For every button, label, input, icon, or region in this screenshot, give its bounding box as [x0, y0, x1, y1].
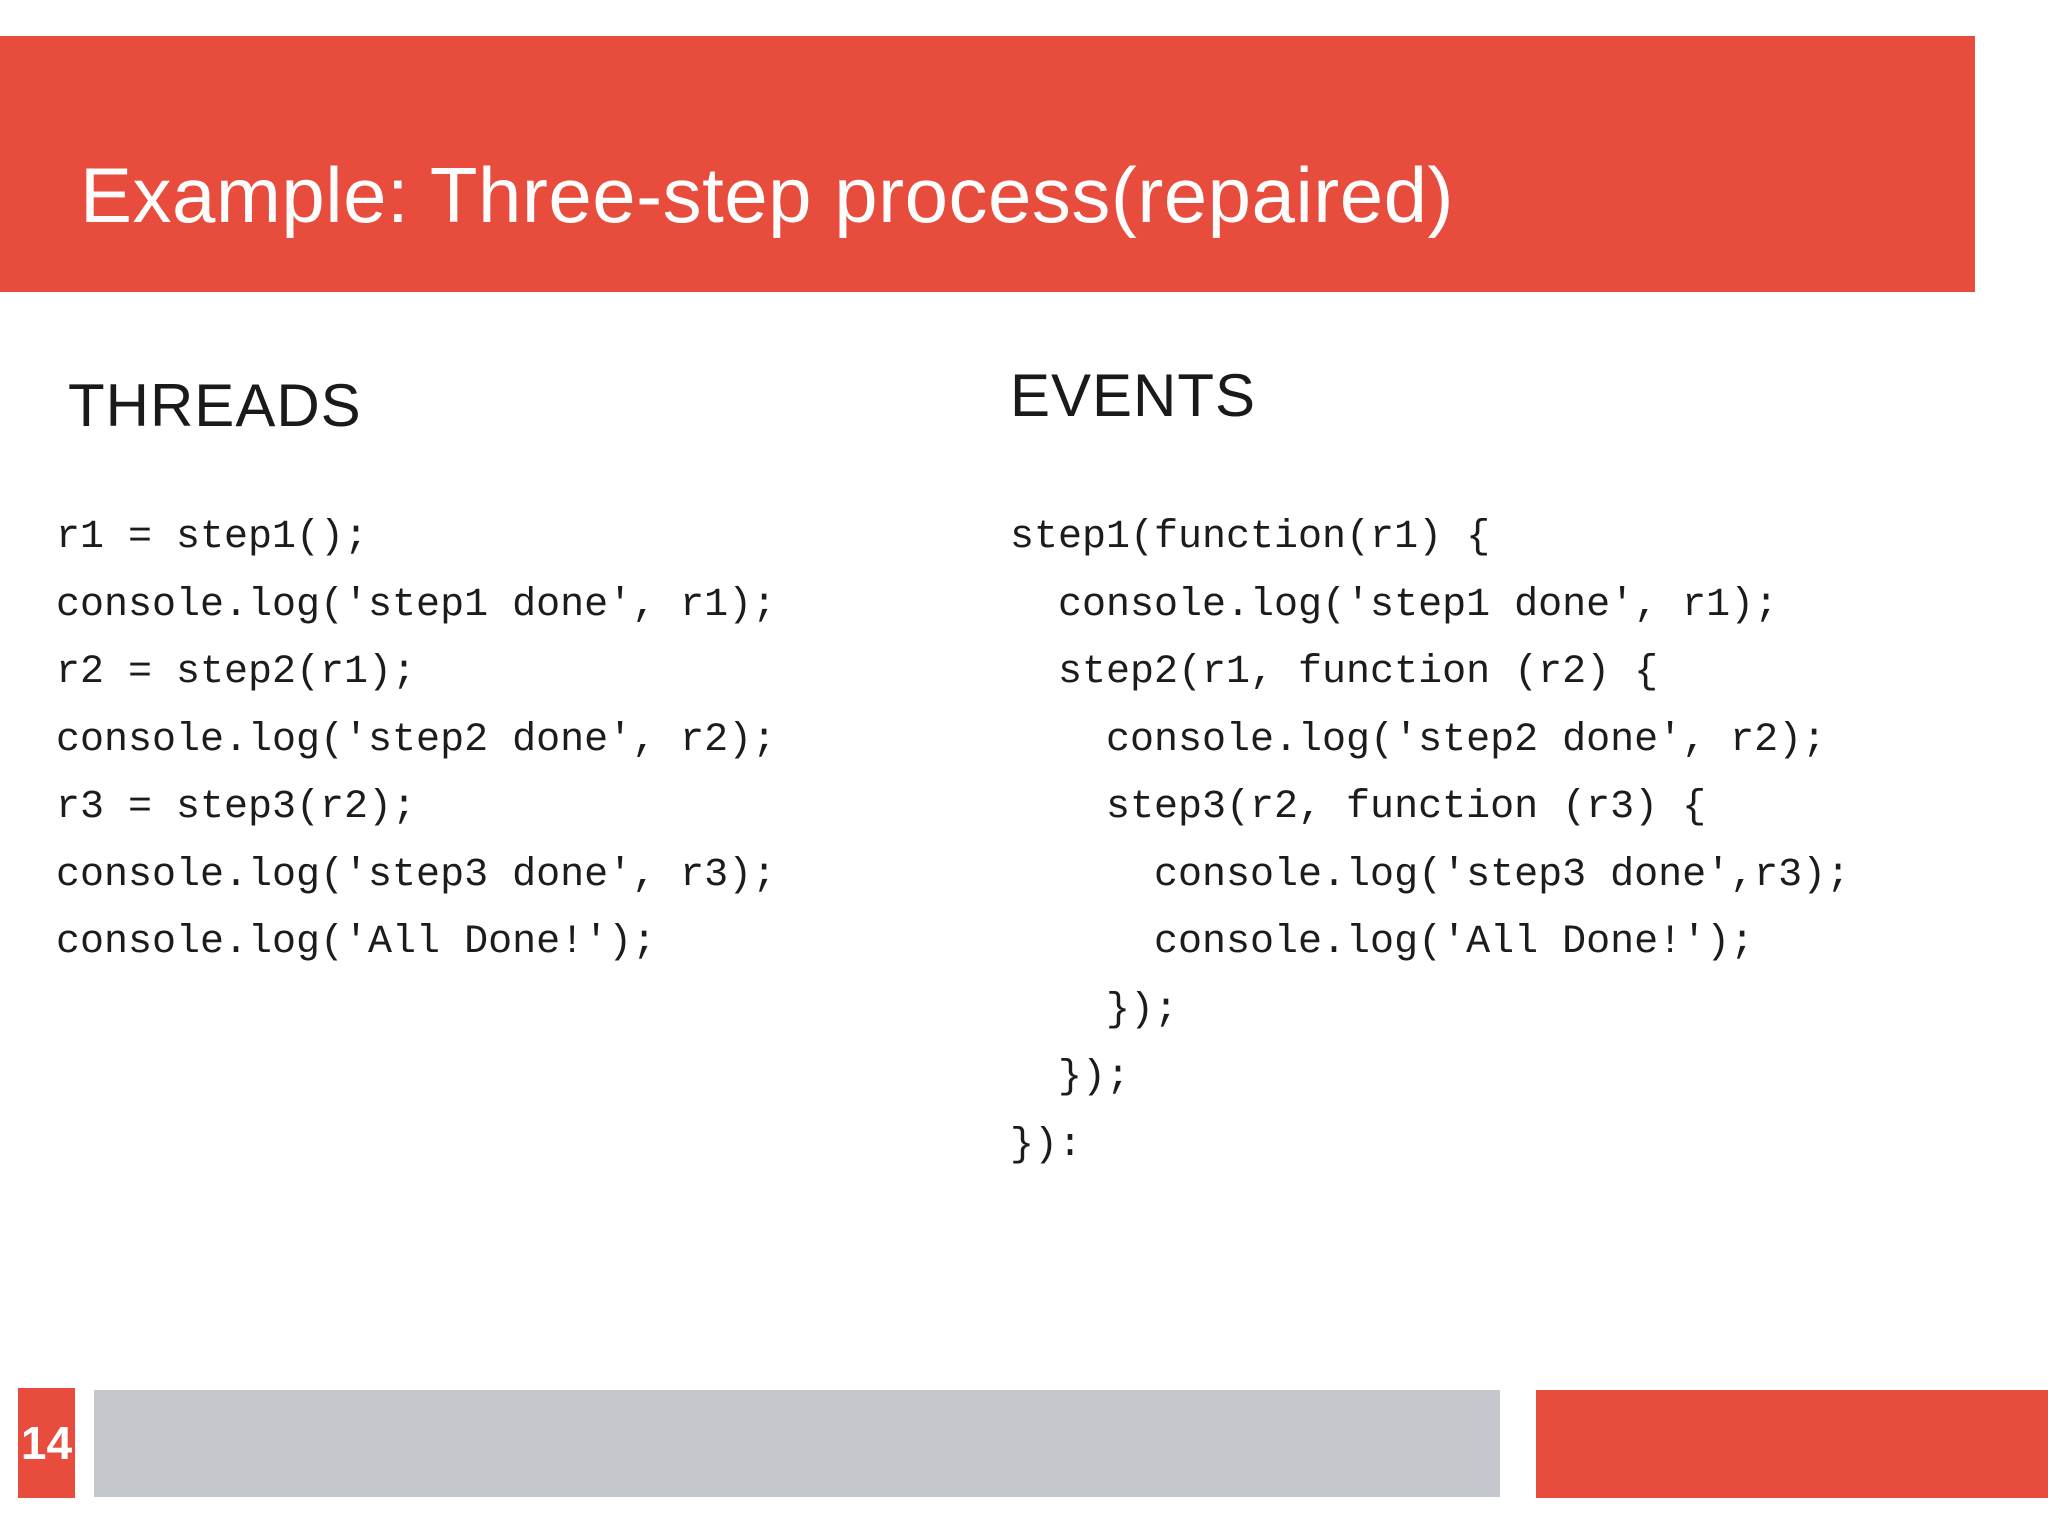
threads-heading: THREADS: [68, 372, 362, 439]
footer-gray-bar: [94, 1390, 1500, 1497]
events-heading: EVENTS: [1010, 362, 1257, 429]
footer-red-bar: [1536, 1390, 2048, 1498]
title-banner: Example: Three-step process(repaired): [0, 36, 1975, 292]
events-code-block: step1(function(r1) { console.log('step1 …: [1010, 515, 1851, 1168]
slide-title: Example: Three-step process(repaired): [80, 151, 1454, 239]
threads-code-block: r1 = step1(); console.log('step1 done', …: [56, 515, 777, 965]
page-number-badge: 14: [18, 1388, 75, 1498]
